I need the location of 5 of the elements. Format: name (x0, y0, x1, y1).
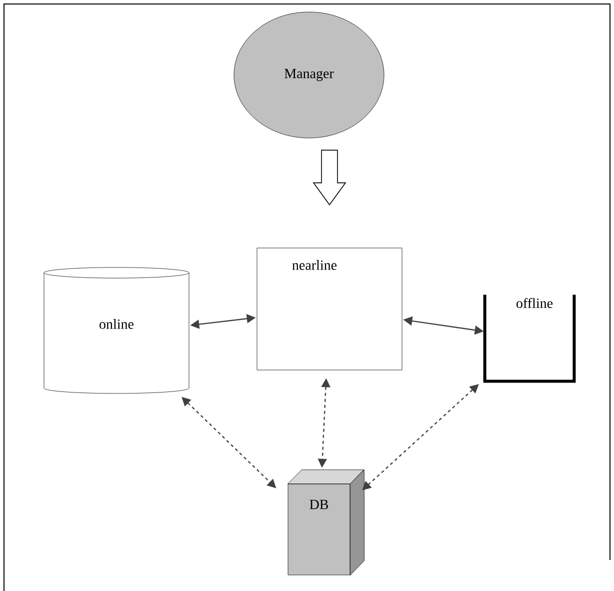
hollow-arrow (312, 150, 346, 206)
storage-cylinder: online (44, 267, 190, 394)
open-container: offline (483, 294, 576, 383)
database-cube: DB (288, 470, 364, 576)
nearline-box: nearline (256, 248, 402, 370)
